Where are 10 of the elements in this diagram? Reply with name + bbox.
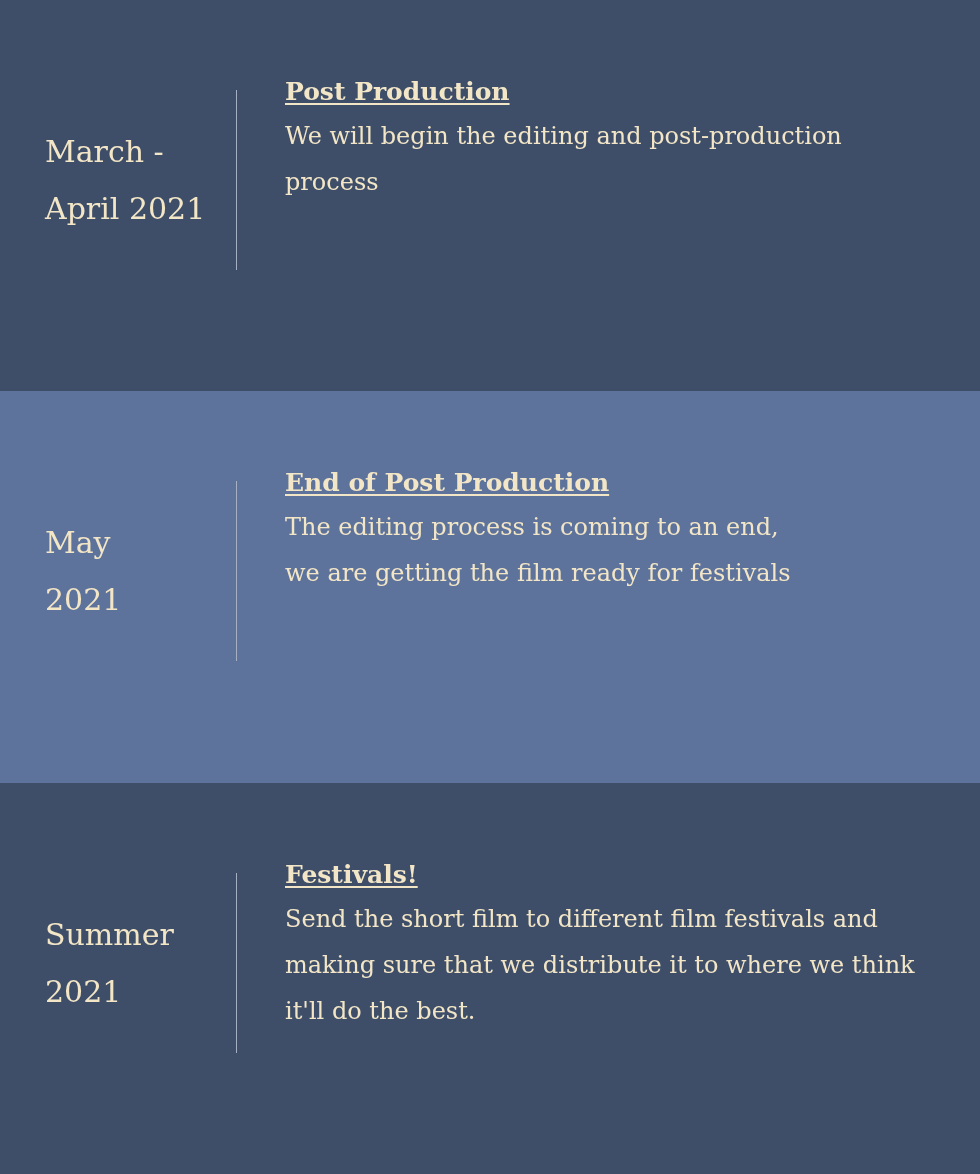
- timeline-band: [0, 391, 980, 783]
- milestone-description: We will begin the editing and post-production process: [285, 121, 843, 198]
- date-label: March - April 2021: [45, 133, 207, 228]
- date-label: May 2021: [45, 524, 123, 619]
- milestone-heading: Post Production: [285, 76, 510, 108]
- milestone-description: Send the short film to different film festivals and making sure that we distribute it to where we think it'll do the best.: [285, 904, 916, 1027]
- milestone-description: The editing process is coming to an end, we are getting the film ready for festivals: [285, 512, 792, 589]
- milestone-heading: Festivals!: [285, 859, 418, 891]
- milestone-heading: End of Post Production: [285, 467, 610, 499]
- date-label: Summer 2021: [45, 916, 175, 1011]
